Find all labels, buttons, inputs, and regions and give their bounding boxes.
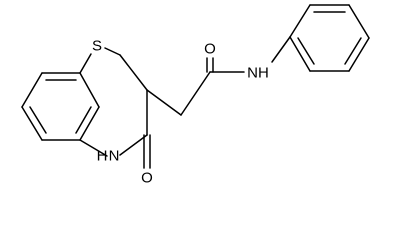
ring-nitrogen-label: N: [109, 148, 120, 165]
bond: [79, 72, 100, 108]
bond: [119, 134, 148, 156]
bond: [21, 72, 43, 108]
bond: [289, 36, 311, 72]
bond: [79, 139, 108, 157]
bond: [180, 71, 211, 116]
amide-nitrogen-label: NH: [247, 65, 269, 82]
bond: [271, 36, 291, 63]
double-bond-inner: [297, 37, 315, 65]
ring-nitrogen-hydrogen-label: H: [97, 148, 108, 165]
bond: [119, 54, 148, 91]
bond: [79, 53, 92, 74]
thiazepine-ring: [79, 47, 151, 169]
bond: [79, 106, 100, 141]
amide-carbonyl-oxygen-label: O: [204, 41, 216, 58]
benzo-ring: [21, 72, 100, 141]
sulfur-label: S: [92, 38, 102, 55]
bond: [104, 47, 121, 56]
acetamide-chain: [146, 36, 291, 116]
bond: [21, 106, 43, 141]
phenyl-ring: [289, 4, 370, 72]
bond: [348, 4, 370, 39]
double-bond-inner: [29, 106, 47, 134]
bond: [348, 37, 370, 72]
double-bond-inner: [75, 106, 92, 134]
bond: [146, 89, 182, 116]
bond: [289, 4, 311, 38]
double-bond-inner: [344, 37, 362, 65]
ring-carbonyl-oxygen-label: O: [141, 170, 153, 187]
molecule-diagram: S N H O O NH: [21, 4, 370, 187]
